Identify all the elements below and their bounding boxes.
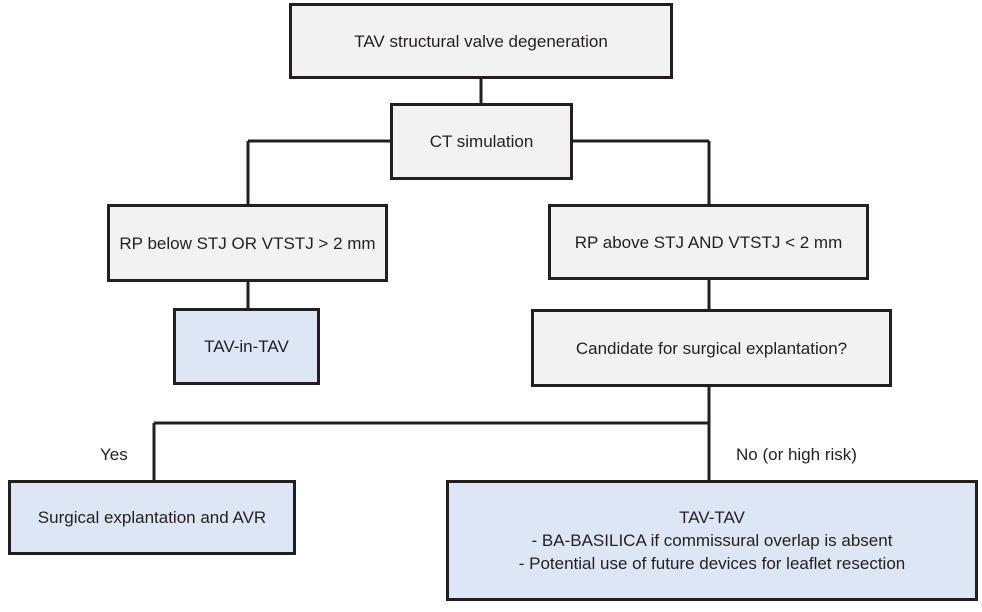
node-right-condition-label: RP above STJ AND VTSTJ < 2 mm — [574, 232, 843, 252]
node-left-condition-label: RP below STJ OR VTSTJ > 2 mm — [119, 233, 376, 253]
node-tav-tav-line-1: - BA-BASILICA if commissural overlap is … — [531, 531, 893, 550]
node-root: TAV structural valve degeneration — [289, 3, 673, 79]
node-candidate: Candidate for surgical explantation? — [531, 309, 892, 387]
node-tav-tav-title: TAV-TAV — [679, 508, 745, 527]
edge-label-yes: Yes — [100, 445, 128, 464]
node-right-condition: RP above STJ AND VTSTJ < 2 mm — [548, 204, 869, 280]
node-ct-simulation: CT simulation — [390, 103, 573, 180]
node-tav-in-tav-label: TAV-in-TAV — [204, 337, 289, 356]
node-ct-simulation-label: CT simulation — [429, 132, 534, 151]
node-tav-tav: TAV-TAV - BA-BASILICA if commissural ove… — [446, 480, 978, 601]
node-tav-tav-line-2: - Potential use of future devices for le… — [518, 554, 906, 573]
node-tav-in-tav: TAV-in-TAV — [173, 308, 320, 385]
node-surgical-explantation: Surgical explantation and AVR — [8, 480, 296, 555]
node-surgical-explantation-label: Surgical explantation and AVR — [37, 508, 267, 527]
node-root-label: TAV structural valve degeneration — [354, 31, 608, 51]
node-left-condition: RP below STJ OR VTSTJ > 2 mm — [107, 204, 388, 282]
node-candidate-label: Candidate for surgical explantation? — [575, 338, 848, 358]
edge-label-no: No (or high risk) — [736, 445, 857, 464]
